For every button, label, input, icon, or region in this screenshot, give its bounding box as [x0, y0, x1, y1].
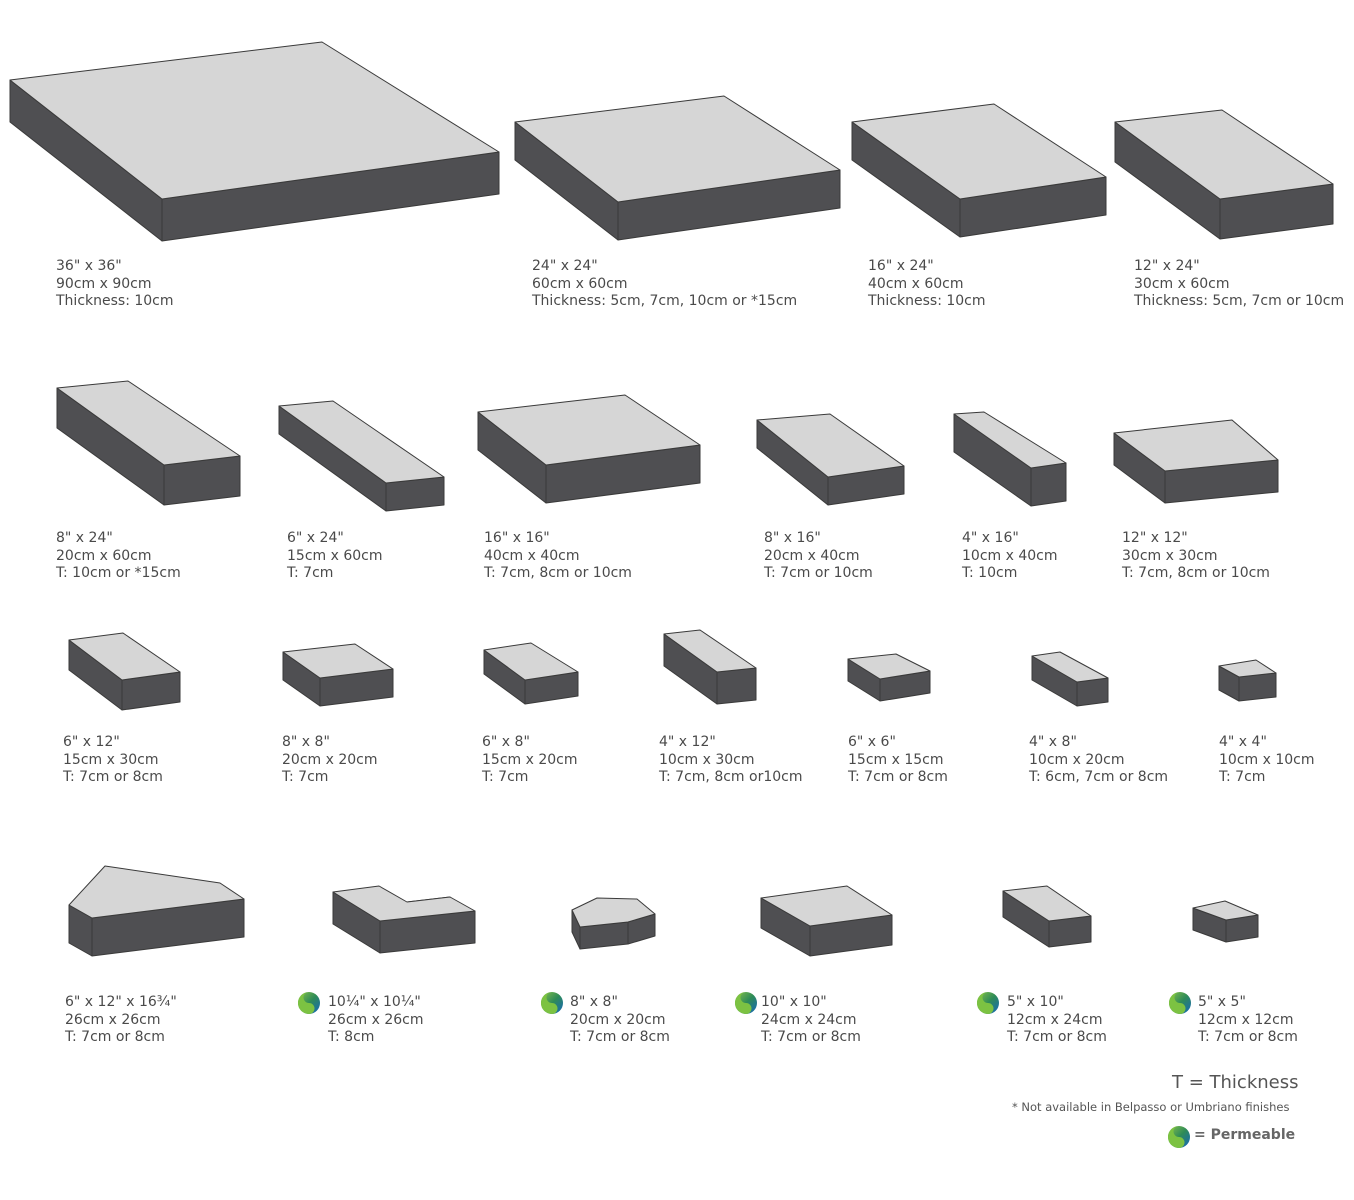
paver-block-p10 [1113, 419, 1279, 504]
permeable-icon [977, 992, 999, 1014]
paver-block-p11 [68, 632, 181, 711]
legend-thickness: T = Thickness [1172, 1072, 1299, 1093]
paver-top-face [282, 643, 394, 679]
paver-block-p08 [756, 413, 905, 506]
paver-block-p19 [332, 885, 476, 954]
paver-block-p23 [1192, 900, 1259, 943]
permeable-icon [735, 992, 757, 1014]
paver-side-face [1030, 462, 1067, 507]
paver-block-p07 [477, 394, 701, 504]
paver-top-face [9, 41, 500, 200]
paver-block-p02 [514, 95, 841, 241]
paver-top-face [56, 380, 241, 466]
paver-top-face [68, 632, 181, 681]
paver-top-face [571, 897, 656, 928]
paver-top-face [332, 885, 476, 922]
paver-top-face [1002, 885, 1092, 922]
paver-top-face [278, 400, 445, 484]
paver-side-face [1238, 672, 1277, 702]
paver-block-p06 [278, 400, 445, 512]
paver-top-face [483, 642, 579, 681]
paver-top-face [1114, 109, 1334, 200]
legend-permeable-icon [1168, 1126, 1190, 1148]
paver-block-p05 [56, 380, 241, 506]
paver-block-p22 [1002, 885, 1092, 948]
legend-note: * Not available in Belpasso or Umbriano … [1012, 1100, 1290, 1114]
paver-block-p17 [1218, 659, 1277, 702]
paver-block-p18 [68, 865, 245, 957]
paver-block-p21 [760, 885, 893, 957]
paver-block-p03 [851, 103, 1107, 238]
paver-block-p09 [953, 411, 1067, 507]
paver-side-face [1076, 677, 1109, 707]
paver-side-face [716, 667, 757, 705]
paver-top-face [68, 865, 245, 919]
paver-top-face [1031, 651, 1109, 683]
paver-top-face [847, 653, 931, 680]
paver-top-face [477, 394, 701, 466]
paver-top-face [1113, 419, 1279, 472]
paver-block-p14 [663, 629, 757, 705]
paver-block-p04 [1114, 109, 1334, 240]
paver-block-p15 [847, 653, 931, 702]
paver-top-face [953, 411, 1067, 469]
paver-block-p20 [571, 897, 656, 950]
paver-top-face [760, 885, 893, 927]
paver-top-face [851, 103, 1107, 200]
permeable-icon [1169, 992, 1191, 1014]
permeable-icon [298, 992, 320, 1014]
paver-top-face [1218, 659, 1277, 678]
permeable-icon [541, 992, 563, 1014]
paver-top-face [1192, 900, 1259, 921]
paver-block-p12 [282, 643, 394, 707]
legend-permeable: = Permeable [1194, 1127, 1296, 1143]
paver-block-p16 [1031, 651, 1109, 707]
paver-top-face [756, 413, 905, 478]
paver-block-p01 [9, 41, 500, 242]
paver-top-face [663, 629, 757, 673]
paver-top-face [514, 95, 841, 203]
paver-block-p13 [483, 642, 579, 705]
